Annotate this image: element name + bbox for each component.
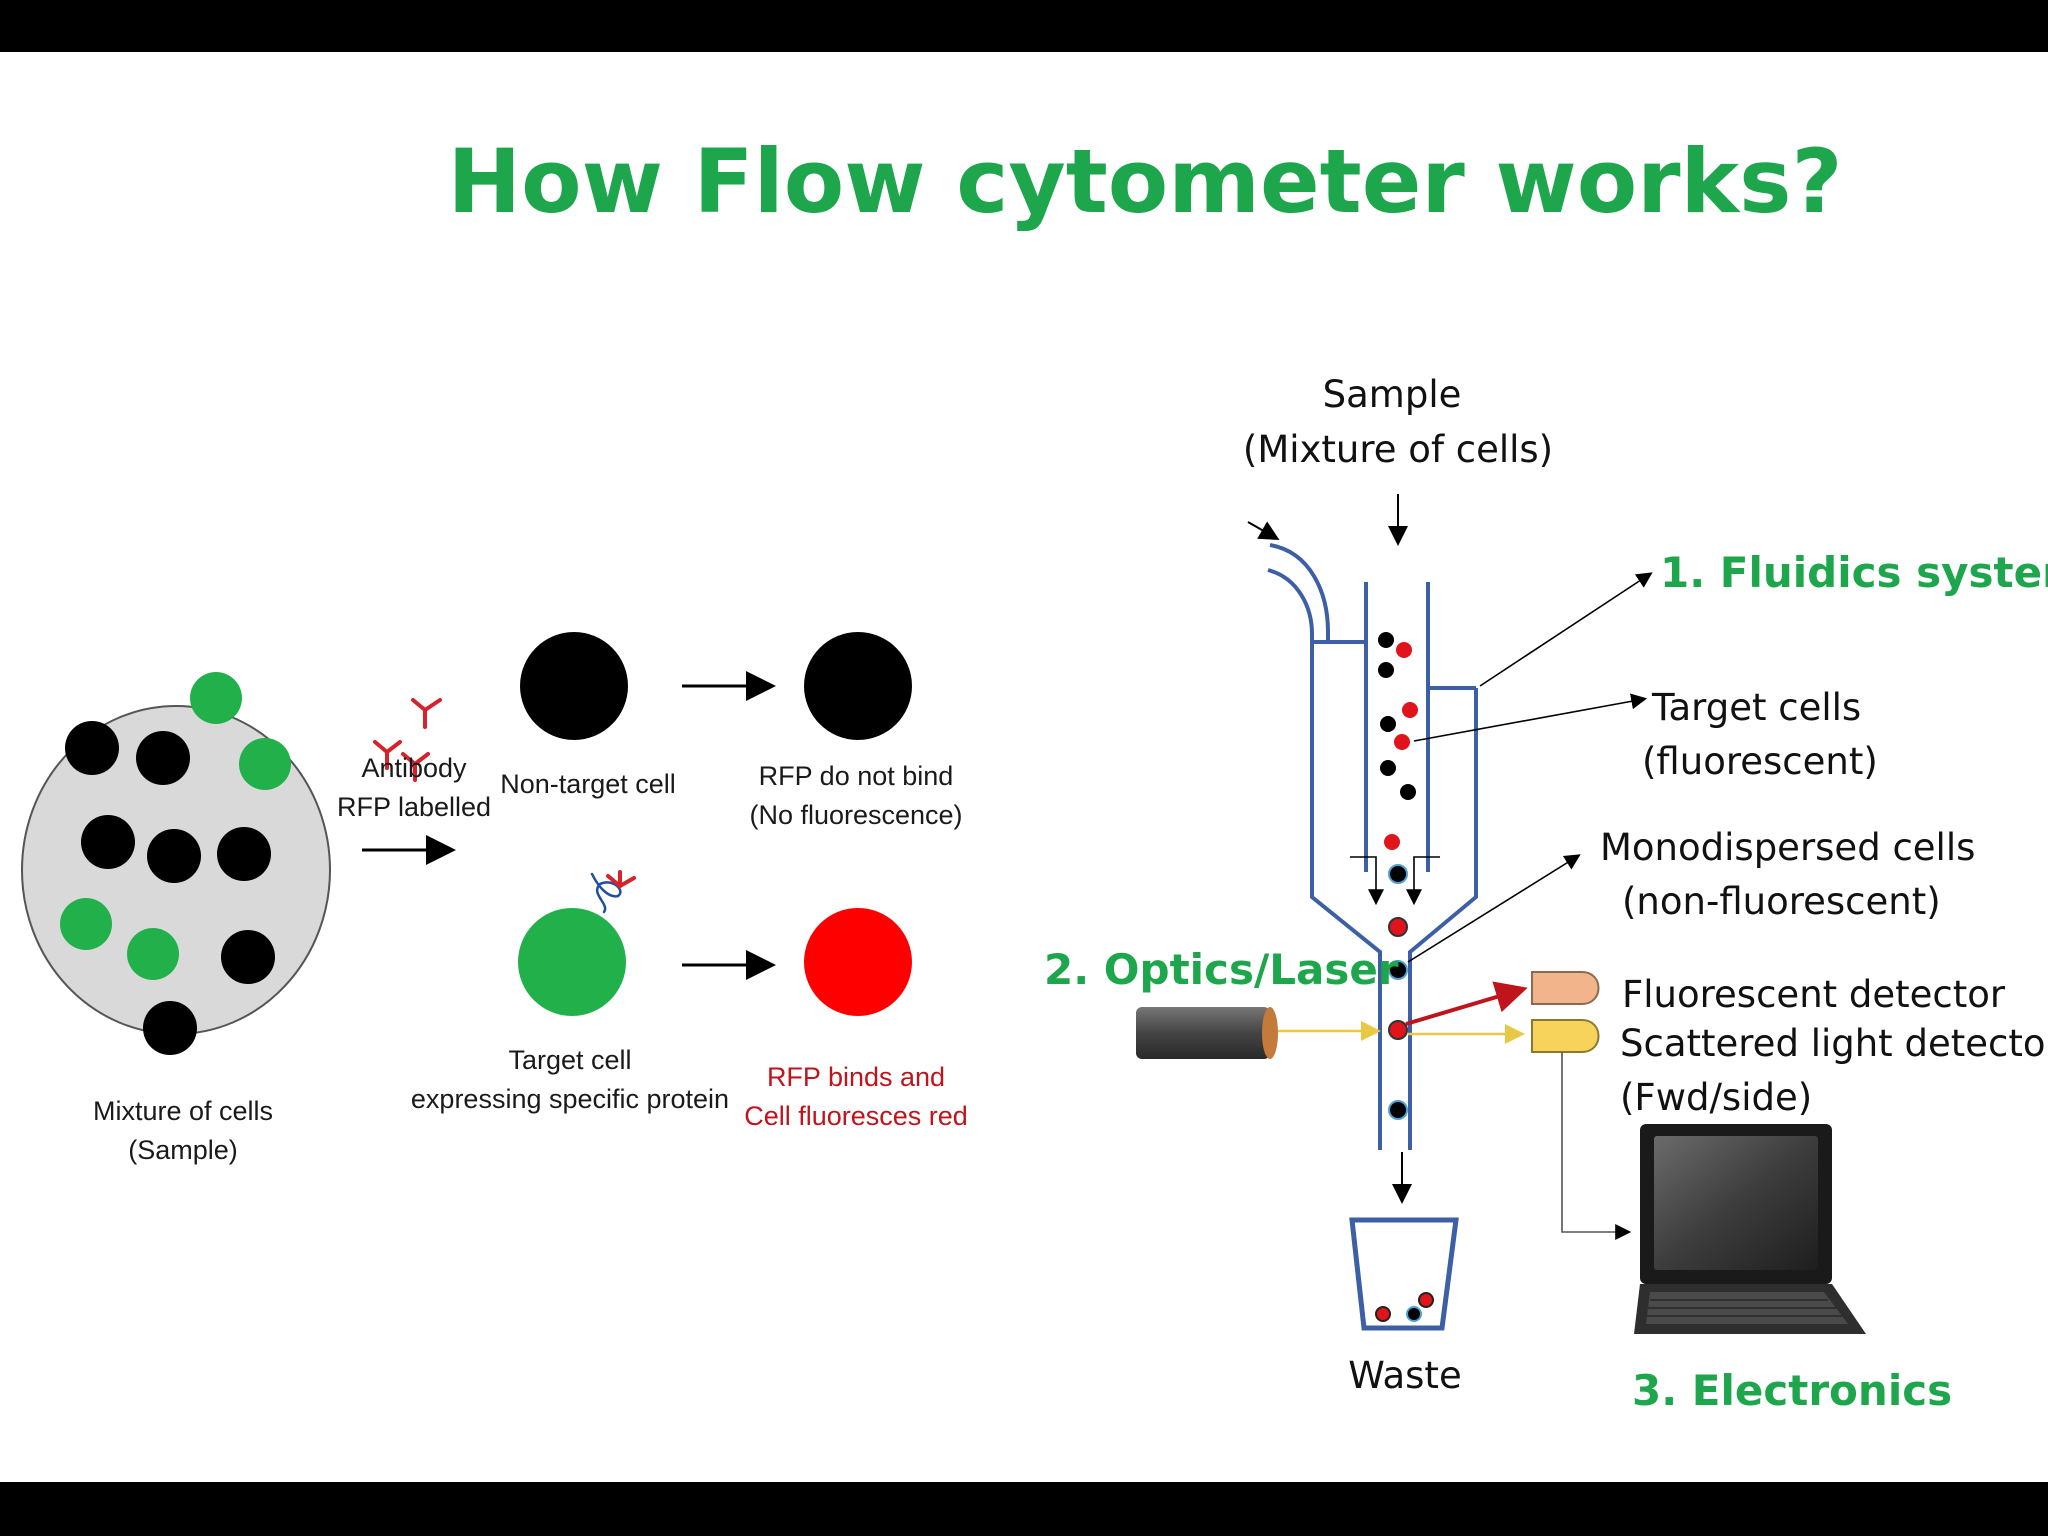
sample-cells [1378, 632, 1418, 1120]
black-cell [217, 827, 271, 881]
mono-cells-label-line1: Monodispersed cells [1600, 826, 1975, 869]
antibody-icon [373, 698, 442, 782]
black-cell [221, 930, 275, 984]
non-target-cell [520, 632, 628, 740]
black-cell [147, 829, 201, 883]
sample-label-line1: Sample [1323, 373, 1462, 416]
laptop-icon [1634, 1124, 1866, 1334]
converging-arrows [1350, 856, 1440, 906]
slide: How Flow cytometer works? Mixture of cel… [0, 52, 2048, 1482]
electronics-label: 3. Electronics [1632, 1366, 1952, 1415]
laser-icon [1136, 1007, 1278, 1059]
waste-cup-icon [1349, 1217, 1459, 1331]
black-cell [81, 815, 135, 869]
black-cell [143, 1001, 197, 1055]
fluorescent-red-cell [804, 908, 912, 1016]
fluorescent-detector-icon [1531, 971, 1600, 1005]
target-cell [518, 908, 626, 1016]
green-cell [239, 738, 291, 790]
fluidics-label: 1. Fluidics system [1660, 548, 2048, 597]
fluorescent-detector-label: Fluorescent detector [1622, 973, 2006, 1016]
waste-label: Waste [1348, 1354, 1461, 1397]
optics-label: 2. Optics/Laser [1044, 945, 1399, 994]
green-cell [190, 672, 242, 724]
bind-label-line1: RFP binds and [767, 1062, 945, 1092]
bound-antibody-icon [590, 870, 636, 914]
target-label-line1: Target cell [508, 1045, 631, 1075]
no-fluorescence-cell [804, 632, 912, 740]
mixture-of-cells [21, 672, 331, 1055]
green-cell [60, 898, 112, 950]
green-cell [127, 928, 179, 980]
scatter-detector-label-line2: (Fwd/side) [1620, 1076, 1812, 1119]
black-cell [136, 731, 190, 785]
sheath-arrow [1247, 521, 1280, 540]
antibody-label-line2: RFP labelled [337, 792, 491, 822]
target-cells-label-line2: (fluorescent) [1642, 740, 1878, 783]
sheath-inlet [1267, 543, 1330, 642]
mono-cells-pointer [1407, 854, 1581, 963]
flow-chamber [1310, 582, 1478, 1150]
mixture-label-line1: Mixture of cells [93, 1096, 273, 1126]
slide-title: How Flow cytometer works? [447, 130, 1842, 233]
target-cells-pointer [1413, 693, 1648, 742]
mixture-label-line2: (Sample) [128, 1135, 238, 1165]
mono-cells-label-line2: (non-fluorescent) [1622, 880, 1941, 923]
target-cells-label-line1: Target cells [1651, 686, 1861, 729]
signal-line [1561, 1052, 1632, 1240]
no-bind-label-line2: (No fluorescence) [749, 800, 962, 830]
sample-label-line2: (Mixture of cells) [1243, 428, 1553, 471]
black-cell [65, 721, 119, 775]
target-label-line2: expressing specific protein [411, 1084, 729, 1114]
non-target-label: Non-target cell [500, 769, 676, 799]
fluorescence-beam [1405, 981, 1528, 1026]
antibody-label-line1: Antibody [361, 753, 467, 783]
scatter-detector-label-line1: Scattered light detector [1620, 1022, 2048, 1065]
fluidics-pointer [1479, 572, 1653, 687]
no-bind-label-line1: RFP do not bind [759, 761, 954, 791]
scatter-detector-icon [1531, 1019, 1600, 1053]
flow-cytometer-diagram: How Flow cytometer works? Mixture of cel… [21, 130, 2048, 1415]
bind-label-line2: Cell fluoresces red [744, 1101, 968, 1131]
